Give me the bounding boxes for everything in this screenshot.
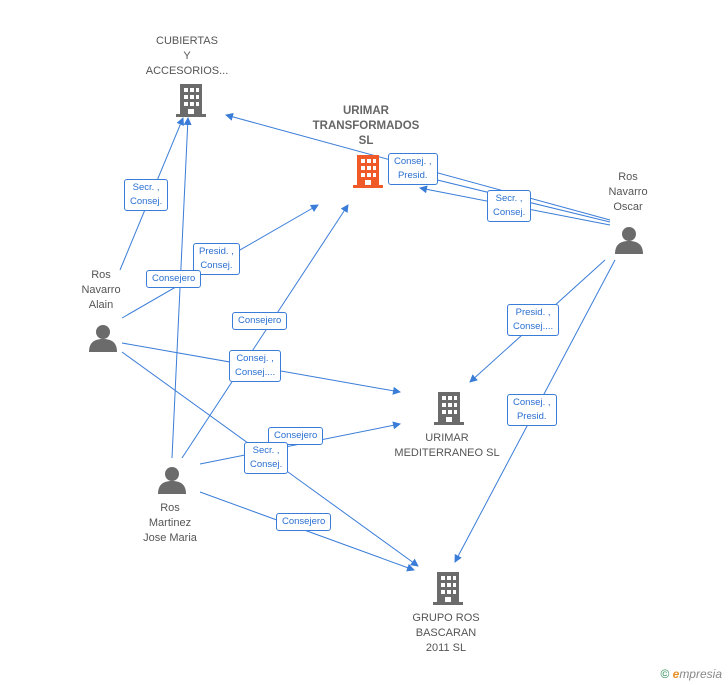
building-icon[interactable] [353, 155, 383, 188]
building-icon[interactable] [176, 84, 206, 117]
copyright-notice: © empresia [660, 667, 722, 681]
building-icon[interactable] [433, 572, 463, 605]
edge-label-alain-cubiertas[interactable]: Secr. , Consej. [124, 179, 169, 211]
edge-label-alain-mediterraneo[interactable]: Consej. , Consej.... [229, 350, 282, 382]
edge-label-alain-consejero[interactable]: Consejero [146, 270, 202, 288]
edge-label-oscar-mediterraneo[interactable]: Presid. , Consej.... [507, 304, 560, 336]
node-label-grupo-ros[interactable]: GRUPO ROS BASCARAN 2011 SL [412, 612, 480, 654]
person-icon[interactable] [89, 325, 117, 352]
node-label-cubiertas[interactable]: CUBIERTAS Y ACCESORIOS... [145, 35, 229, 77]
edge-label-oscar-urimar-secr[interactable]: Secr. , Consej. [487, 190, 532, 222]
person-icon[interactable] [158, 467, 186, 494]
building-icon[interactable] [434, 392, 464, 425]
edge-label-jose-urimar[interactable]: Consejero [232, 312, 288, 330]
edge-label-oscar-grupo[interactable]: Consej. , Presid. [507, 394, 557, 426]
edge-jose-urimar [181, 204, 349, 459]
edge-jose-cubiertas [171, 117, 192, 459]
edge-label-jose-mediterraneo[interactable]: Consejero [268, 427, 324, 445]
copyright-symbol: © [660, 667, 670, 681]
edge-label-oscar-urimar[interactable]: Consej. , Presid. [388, 153, 438, 185]
edge-label-alain-urimar[interactable]: Presid. , Consej. [193, 243, 240, 275]
node-label-ros-navarro-alain[interactable]: Ros Navarro Alain [81, 269, 121, 311]
edge-jose-grupo [199, 491, 415, 572]
node-label-ros-navarro-oscar[interactable]: Ros Navarro Oscar [608, 171, 648, 213]
node-label-urimar-transformados[interactable]: URIMAR TRANSFORMADOS SL [312, 105, 420, 147]
brand-logo-text: mpresia [679, 667, 722, 681]
node-label-ros-martinez-jose[interactable]: Ros Martinez Jose Maria [143, 502, 197, 544]
brand-logo-e: e [672, 667, 680, 681]
edge-label-jose-secr[interactable]: Secr. , Consej. [244, 442, 289, 474]
edge-label-jose-grupo[interactable]: Consejero [276, 513, 332, 531]
person-icon[interactable] [615, 227, 643, 254]
node-label-urimar-mediterraneo[interactable]: URIMAR MEDITERRANEO SL [394, 432, 500, 459]
